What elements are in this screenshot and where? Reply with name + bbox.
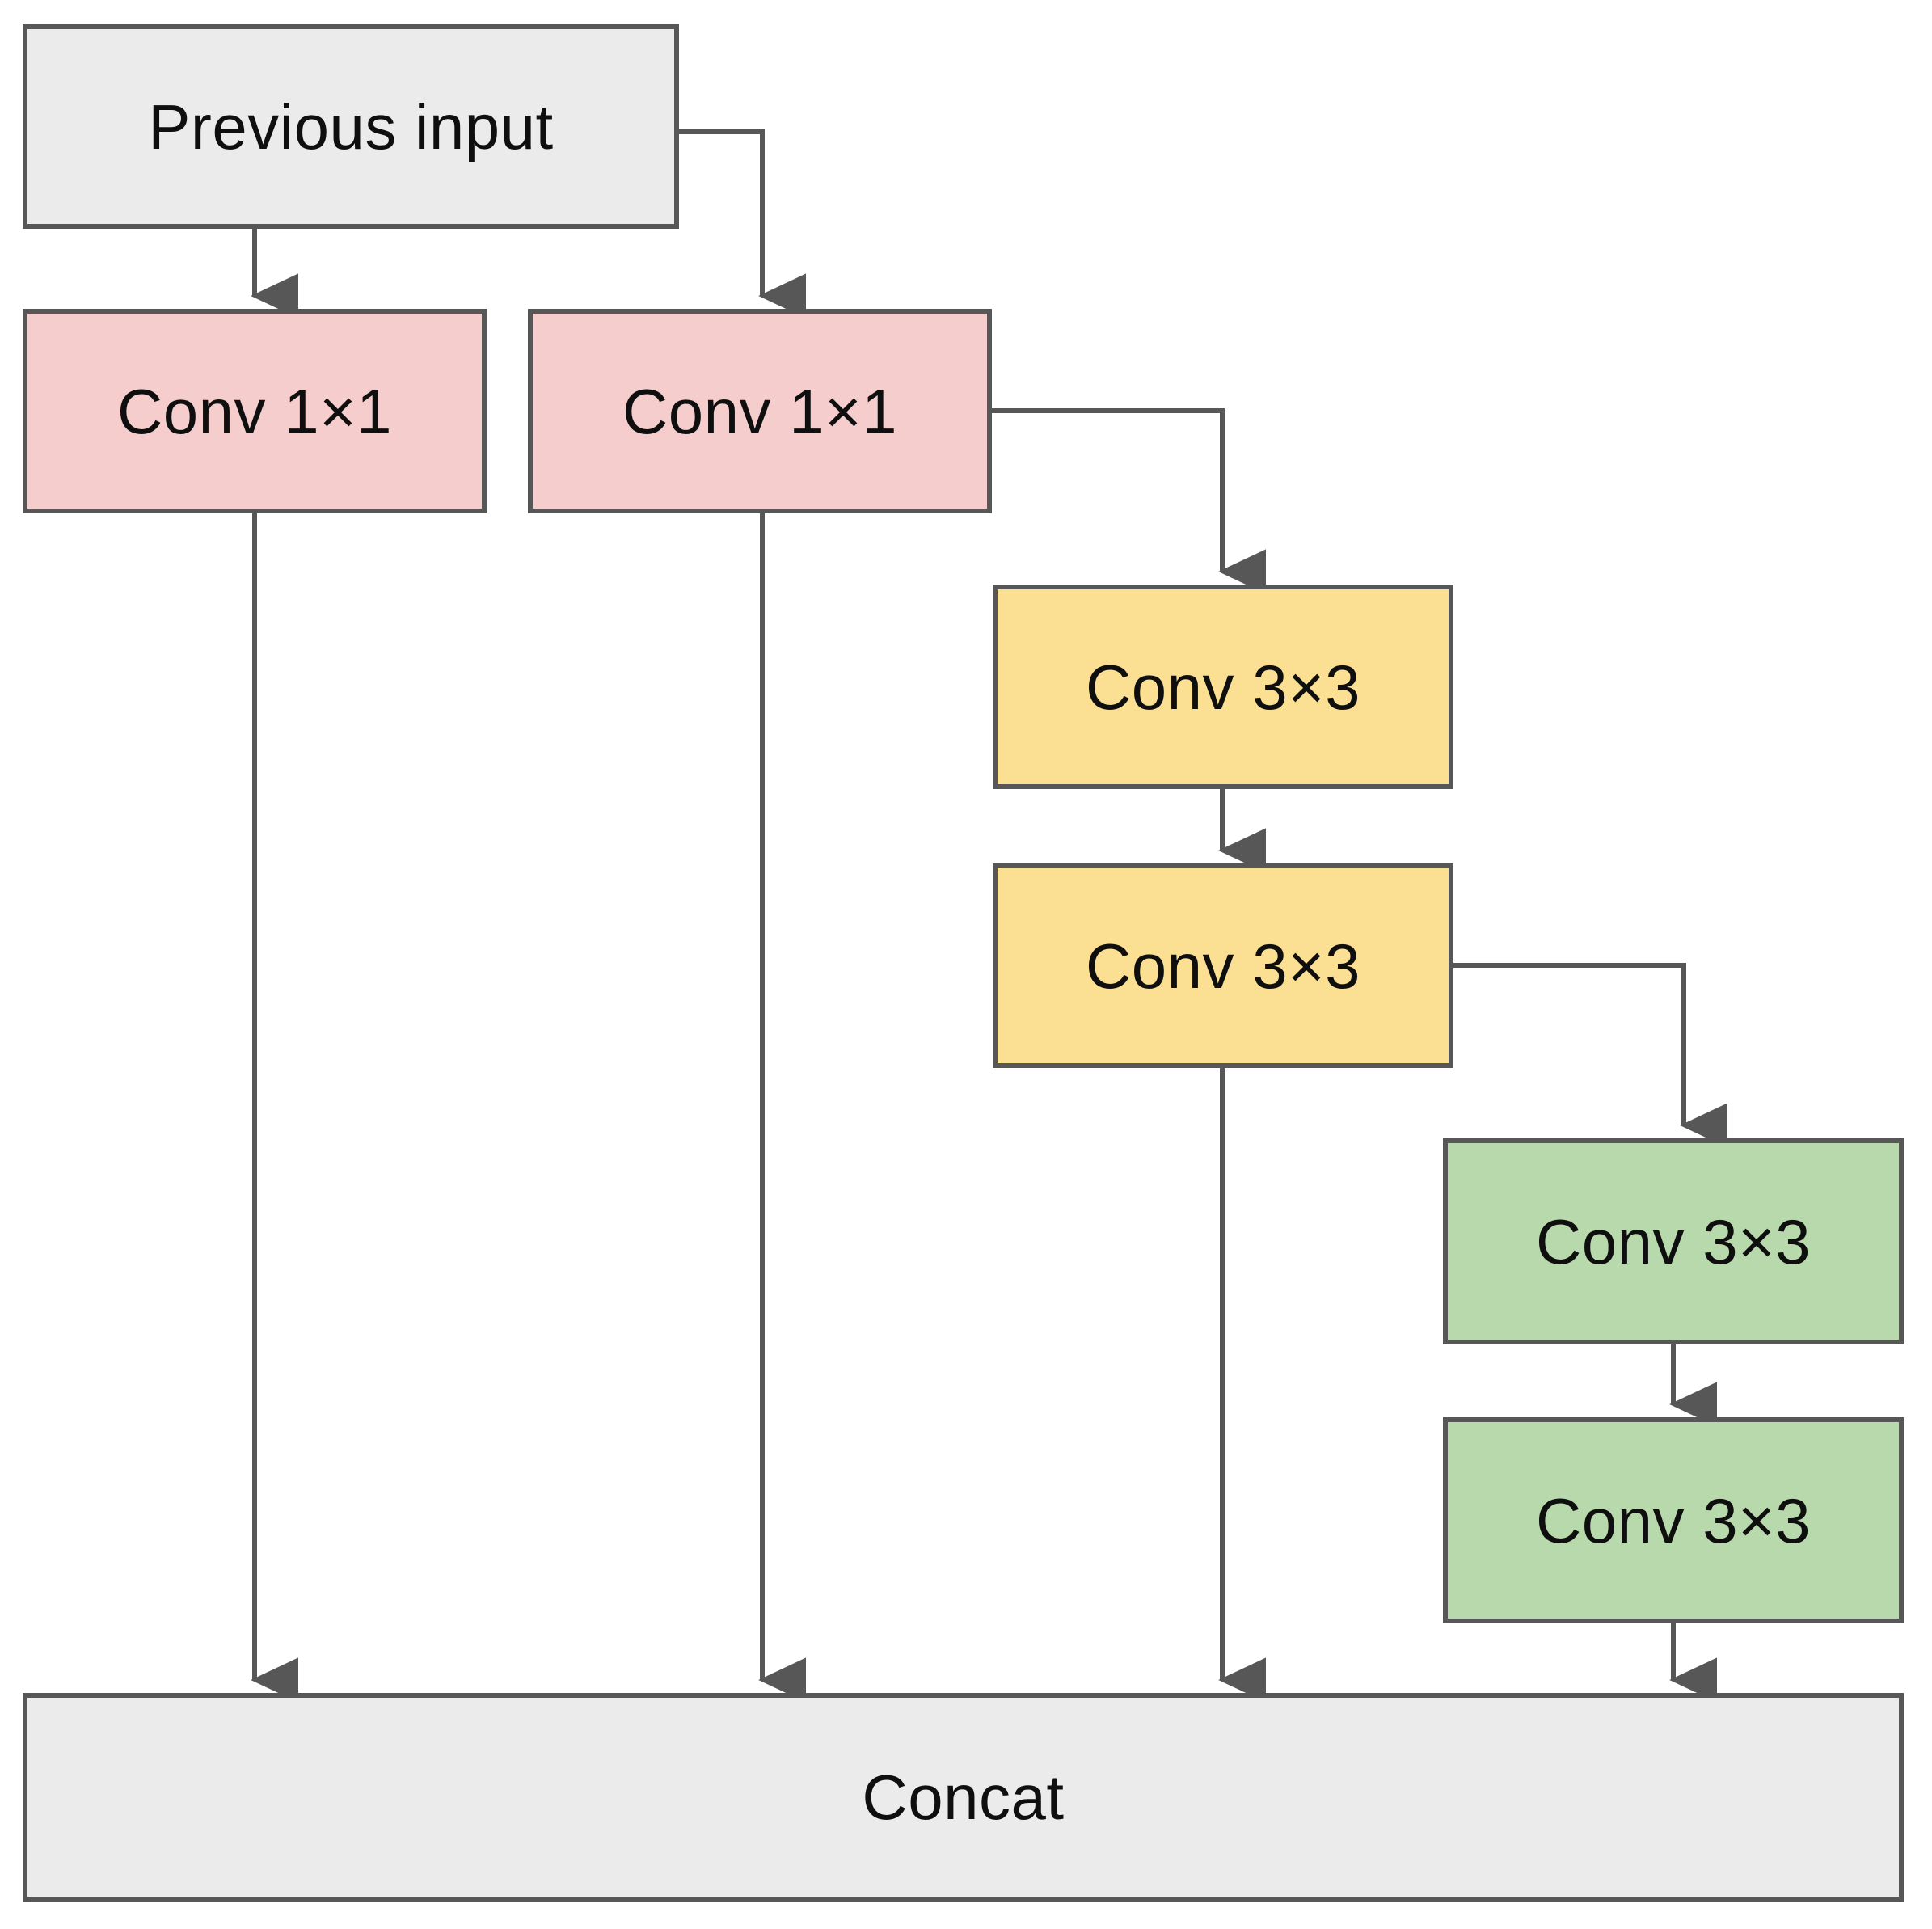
- node-conv-1x1-b-label: Conv 1×1: [622, 375, 898, 447]
- node-previous-input[interactable]: Previous input: [23, 24, 679, 229]
- edge-conv3b-to-conv3c: [1453, 963, 1727, 1148]
- node-conv-1x1-b[interactable]: Conv 1×1: [528, 309, 992, 513]
- node-conv-3x3-c-label: Conv 3×3: [1535, 1205, 1812, 1277]
- node-conv-3x3-a[interactable]: Conv 3×3: [993, 585, 1453, 789]
- node-conv-1x1-a-label: Conv 1×1: [116, 375, 393, 447]
- node-conv-3x3-a-label: Conv 3×3: [1085, 651, 1361, 723]
- node-concat-label: Concat: [862, 1762, 1065, 1833]
- node-previous-input-label: Previous input: [148, 91, 554, 163]
- node-conv-3x3-b-label: Conv 3×3: [1085, 930, 1361, 1002]
- node-conv-3x3-d-label: Conv 3×3: [1535, 1484, 1812, 1556]
- node-conv-1x1-a[interactable]: Conv 1×1: [23, 309, 487, 513]
- edge-input-to-conv1b: [679, 129, 806, 319]
- node-conv-3x3-c[interactable]: Conv 3×3: [1443, 1138, 1904, 1344]
- node-conv-3x3-b[interactable]: Conv 3×3: [993, 863, 1453, 1068]
- node-concat[interactable]: Concat: [23, 1693, 1904, 1902]
- edge-conv1b-to-conv3a: [992, 408, 1266, 594]
- node-conv-3x3-d[interactable]: Conv 3×3: [1443, 1417, 1904, 1623]
